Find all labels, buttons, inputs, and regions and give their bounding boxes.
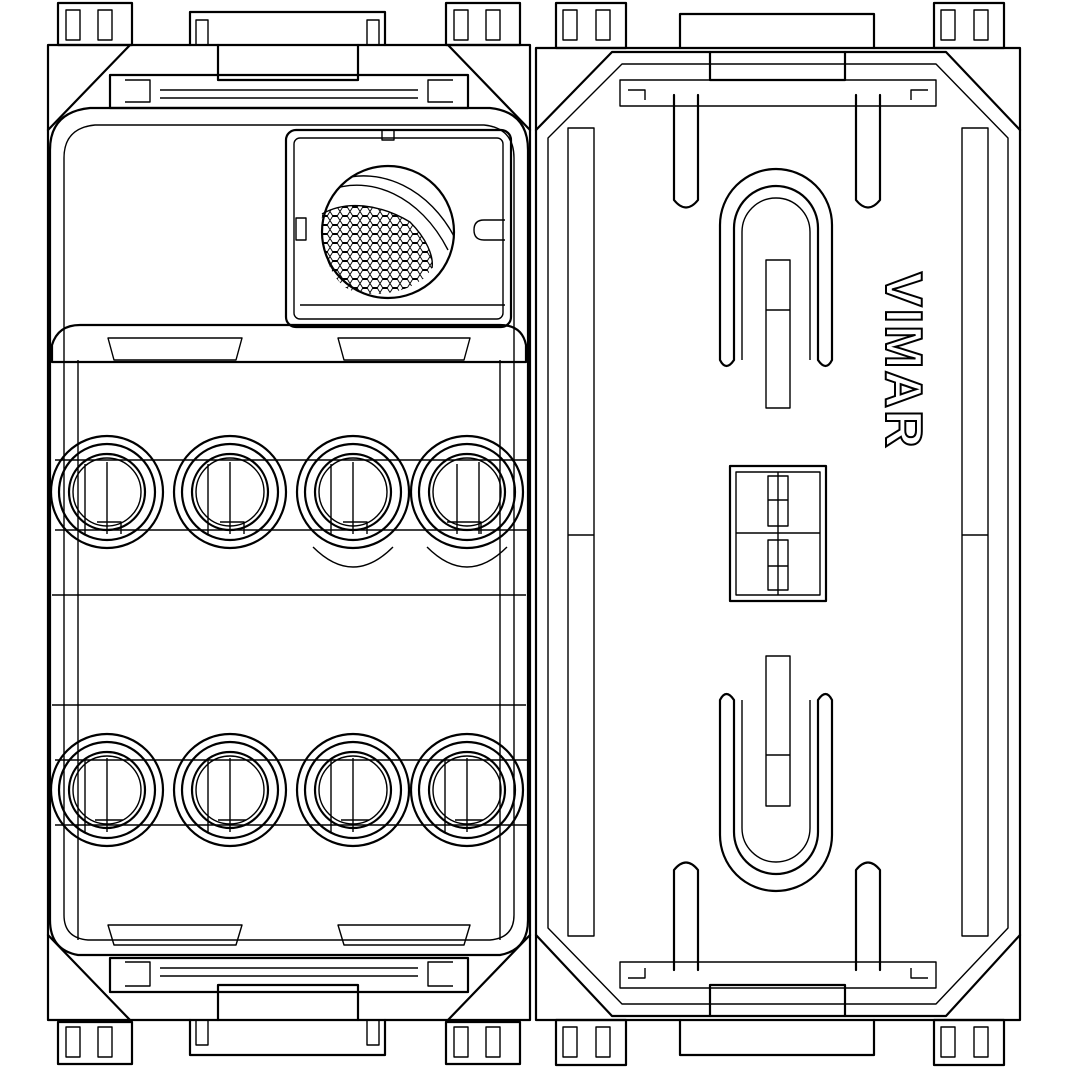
terminal-row-bottom xyxy=(49,732,527,848)
left-module xyxy=(46,1,532,1066)
upper-slot xyxy=(718,167,834,409)
brand-label: VIMAR xyxy=(874,272,932,450)
right-module: VIMAR xyxy=(534,1,1022,1067)
lower-slot xyxy=(718,655,834,893)
terminal-row-top xyxy=(49,434,527,568)
sensor-lens xyxy=(320,164,456,300)
center-connector xyxy=(728,464,828,603)
